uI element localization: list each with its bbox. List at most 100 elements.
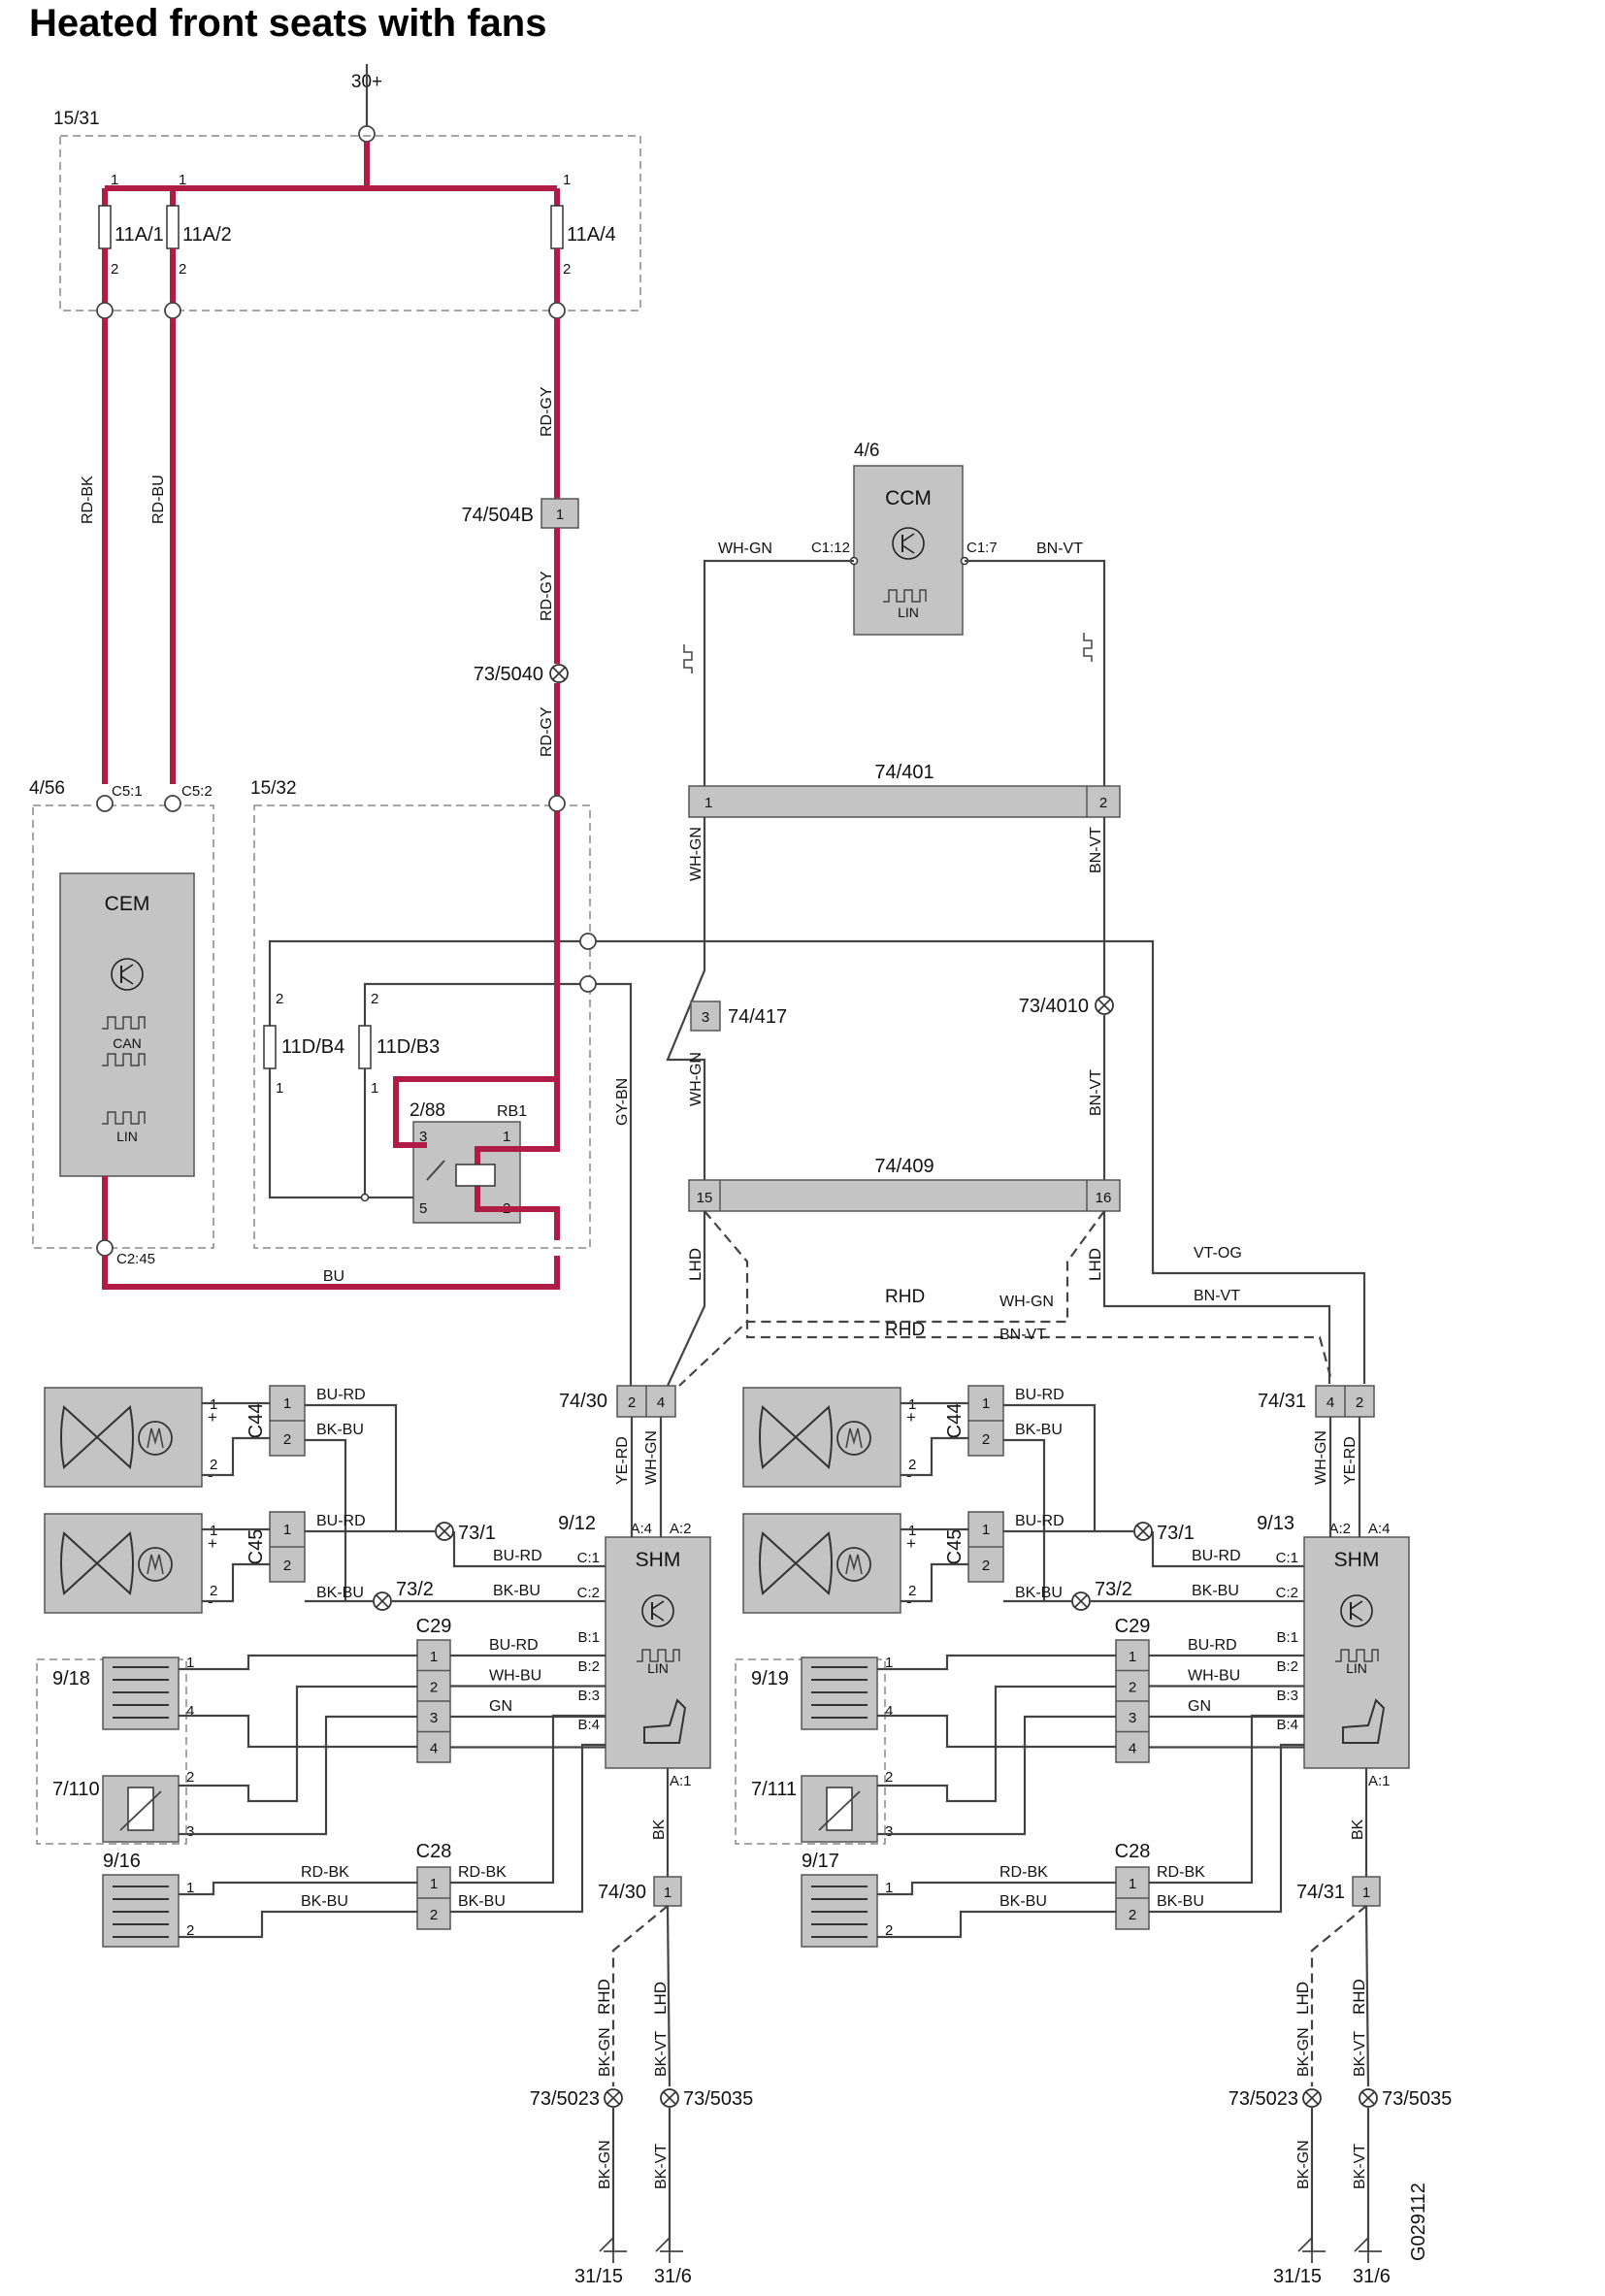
seat-right-lbl-bu-rd-1: BU-RD (1015, 1387, 1065, 1403)
seat-right-heater-cushion-id: 9/17 (802, 1851, 839, 1872)
seat-right-lbl-bk-vt-a: BK-VT (1352, 2031, 1368, 2077)
cem-id: 4/56 (29, 778, 65, 799)
seat-right-sensor-element (826, 1787, 853, 1831)
wire-lhd-left (667, 1211, 706, 1387)
wire-rhd-wh-gn (704, 1210, 1333, 1381)
seat-left-fan-2-plus: + (208, 1534, 217, 1553)
seat-right-lbl-c2: BK-BU (1192, 1583, 1239, 1599)
seat-left-ground-31-6-stroke (655, 2237, 671, 2252)
seat-right-fan-2-conn-pin2: 2 (982, 1558, 990, 1574)
seat-left-sensor-diag (119, 1790, 162, 1831)
seat-left-splice-73-5035 (660, 2088, 679, 2108)
fuse-b3-pin2: 2 (371, 991, 378, 1007)
seat-left-w-c1 (452, 1531, 606, 1568)
seat-left-ground-31-6-label: 31/6 (654, 2266, 692, 2287)
seat-left-lbl-bu-rd-1: BU-RD (316, 1387, 366, 1403)
seat-right-lbl-top-a: WH-GN (1313, 1430, 1329, 1485)
seat-left-hc-pin2: 2 (186, 1922, 194, 1939)
fuse-1 (166, 205, 180, 249)
seat-right-hb-pin1: 1 (885, 1655, 893, 1671)
seat-left-lbl-bk-gn-b: BK-GN (597, 2140, 613, 2189)
seat-right-conn-bottom-pin: 1 (1362, 1885, 1370, 1901)
splice-cross-b (376, 1594, 389, 1608)
transistor-collector (120, 964, 134, 973)
fuse-pin2-1: 2 (179, 261, 186, 278)
seat-right-conn-top-label: 74/31 (1258, 1391, 1306, 1412)
fuse-b4-pin1: 1 (276, 1080, 283, 1097)
seat-left-fan-1-plus: + (208, 1408, 217, 1427)
seat-left-heater-group (36, 1658, 187, 1845)
seat-right-heater-back-id: 9/19 (751, 1668, 789, 1689)
cem-box (32, 804, 214, 1249)
seat-right-fan-1-pin2: 2 (908, 1457, 916, 1473)
cem-name: CEM (105, 893, 150, 915)
ccm-transistor-icon (892, 527, 925, 560)
fuse-11d-b3-body (358, 1025, 372, 1069)
seat-left-fan-2-w2 (202, 1562, 270, 1603)
transistor-collector (651, 1600, 665, 1610)
fuse-b3-pin1: 1 (371, 1080, 378, 1097)
seat-left-lbl-c28-1: RD-BK (458, 1864, 507, 1881)
seat-right-fan-2-w2 (901, 1562, 968, 1603)
transistor-emitter (120, 975, 134, 985)
transistor-collector (1350, 1600, 1363, 1610)
transistor-collector (901, 533, 915, 542)
seat-left-w-c28-1 (450, 1714, 606, 1885)
seat-right-w-hc-2 (877, 1910, 1116, 1939)
seat-left-w-s-3 (179, 1715, 417, 1836)
fuse-b4-pin2: 2 (276, 991, 283, 1007)
transistor-ring (641, 1594, 674, 1627)
wire-label-rd-bk: RD-BK (80, 476, 96, 524)
seat-right-w-s-3 (877, 1715, 1116, 1836)
seat-right-fan-1-pin1: 1 (908, 1396, 916, 1413)
wire-lhd-right (1102, 1211, 1331, 1384)
seat-right-conn-bottom (1352, 1876, 1381, 1907)
seat-left-heater-back-id: 9/18 (52, 1668, 90, 1689)
wire-bn-vt-ccm (965, 559, 1106, 798)
fuse-b3-label: 11D/B3 (377, 1036, 440, 1058)
seat-left-lbl-c28-2: BK-BU (458, 1893, 506, 1910)
seat-right-fan-1-plus: + (906, 1408, 916, 1427)
seat-left-fan-1-icon (60, 1405, 134, 1469)
seat-right-splice-73-5035 (1359, 2088, 1378, 2108)
seat-left-fan-2-conn-pin2: 2 (283, 1558, 291, 1574)
seat-left-shm-id: 9/12 (558, 1513, 596, 1534)
seat-left-shm-pin-c2: C:2 (577, 1585, 600, 1601)
seat-right-hc-pin1: 1 (885, 1880, 893, 1896)
splice-cross-b (1074, 1594, 1088, 1608)
cem-node-c2-45 (96, 1239, 114, 1257)
splice-73-5040 (549, 664, 569, 683)
seat-right-shm-pin-c2: C:2 (1276, 1585, 1298, 1601)
conn-74-504b-pin: 1 (556, 507, 564, 523)
cem-pin3: C2:45 (116, 1251, 155, 1267)
fuse-label-2: 11A/4 (567, 224, 616, 246)
seat-right-fan-1-conn-label: C44 (944, 1403, 966, 1439)
seat-left-conn-top-pb: 4 (657, 1394, 665, 1411)
conn-74-409-pin16: 16 (1096, 1190, 1112, 1206)
seat-left-shm-pulse (637, 1649, 680, 1662)
wire-label-bn-vt-rhd: BN-VT (999, 1327, 1046, 1343)
seat-right-conn-bottom-label: 74/31 (1296, 1882, 1345, 1903)
seat-left-ground-31-15-stroke (599, 2237, 614, 2252)
seat-right-marker-a: LHD (1294, 1982, 1312, 2015)
seat-left-fan-2-pin2: 2 (210, 1583, 217, 1599)
seat-right-c29-pin-4: 4 (1129, 1741, 1136, 1757)
seat-right-shm-pin-b2: B:2 (1276, 1658, 1298, 1675)
wire-label-wh-gn-rhd: WH-GN (999, 1294, 1054, 1310)
seat-right-lbl-c28-2: BK-BU (1157, 1893, 1204, 1910)
seat-left-fan-1-pin1: 1 (210, 1396, 217, 1413)
conn-74-409 (688, 1179, 1121, 1212)
seat-left-sensor-id: 7/110 (52, 1779, 100, 1800)
ccm-pin-left: C1:12 (811, 540, 850, 556)
wire-wh-gn-ccm (703, 559, 854, 798)
seat-right-hc-pin2: 2 (885, 1922, 893, 1939)
seat-right-sensor-diag (818, 1790, 861, 1831)
seat-right-motor-2-icon (836, 1547, 871, 1582)
seat-right-fan-2-housing (742, 1513, 901, 1614)
wire-wh-gn-mid (666, 817, 706, 1186)
seat-left-splice-73-2-label: 73/2 (396, 1579, 434, 1600)
wire-gy-bn (596, 982, 633, 1386)
transistor-emitter (1350, 1612, 1363, 1622)
conn-74-417-label: 74/417 (728, 1006, 787, 1028)
